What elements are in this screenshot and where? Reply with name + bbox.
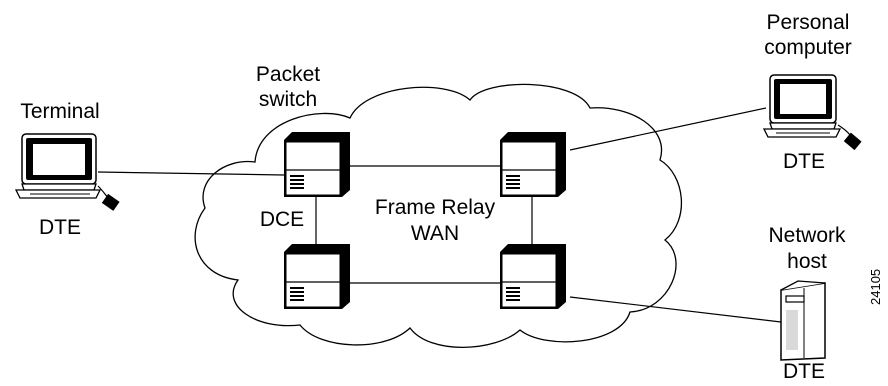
packet-switch-label-line2: switch (258, 88, 318, 111)
network-host-tower-icon (780, 280, 826, 361)
figure-id: 24105 (868, 268, 883, 305)
pc-dte-label: DTE (783, 150, 825, 173)
link-terminal-switch (97, 171, 285, 176)
terminal-computer-icon (14, 133, 120, 211)
personal-computer-icon (762, 74, 862, 151)
frame-relay-wan-label-line2: WAN (410, 222, 460, 245)
host-dte-label: DTE (783, 360, 825, 383)
packet-switch-icon (500, 244, 566, 309)
frame-relay-wan-label-line1: Frame Relay (374, 196, 496, 219)
network-host-label-line2: host (787, 250, 827, 273)
packet-switch-icon (284, 132, 350, 197)
packet-switch-icon (284, 244, 350, 309)
terminal-dte-label: DTE (39, 216, 81, 239)
personal-computer-label-line2: computer (764, 36, 852, 59)
link-switch-host (569, 296, 782, 323)
terminal-label: Terminal (20, 100, 100, 123)
packet-switch-label-line1: Packet (255, 63, 321, 86)
network-host-label-line1: Network (768, 224, 846, 247)
personal-computer-label-line1: Personal (766, 11, 850, 34)
packet-switch-icon (500, 132, 566, 197)
dce-label: DCE (259, 208, 305, 231)
link-switch-pc (569, 107, 767, 151)
